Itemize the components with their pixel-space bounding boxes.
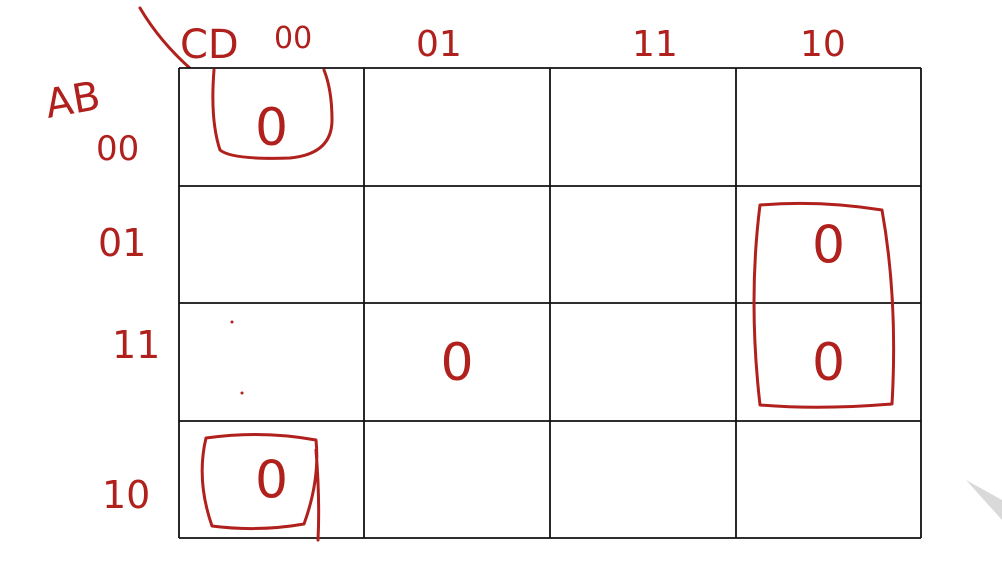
col-label-11: 11 <box>632 24 678 65</box>
stray-mark <box>240 391 244 395</box>
cell-value-r2-c1: 0 <box>440 333 473 393</box>
cell-value-r1-c3: 0 <box>812 216 845 276</box>
cell-value-r2-c3: 0 <box>812 333 845 393</box>
stray-mark <box>230 320 234 324</box>
group-loop-bottom-left <box>200 432 321 542</box>
row-variables-label: AB <box>42 73 104 128</box>
row-label-01: 01 <box>98 221 146 265</box>
corner-divider <box>138 6 194 72</box>
row-label-00: 00 <box>96 129 139 169</box>
pen-tip-shadow <box>966 480 1002 520</box>
row-label-11: 11 <box>112 323 160 367</box>
col-variables-label: CD <box>180 22 239 68</box>
kmap-grid <box>178 67 922 539</box>
col-label-01: 01 <box>416 24 462 65</box>
cell-value-r3-c0: 0 <box>255 451 288 511</box>
group-loop-right-column <box>752 201 896 409</box>
cell-values: 0 0 0 0 0 <box>255 98 845 511</box>
col-label-00: 00 <box>274 21 312 56</box>
col-label-10: 10 <box>800 24 846 65</box>
row-label-10: 10 <box>102 473 150 517</box>
cell-value-r0-c0: 0 <box>255 98 288 158</box>
group-loop-top-left <box>211 68 334 160</box>
